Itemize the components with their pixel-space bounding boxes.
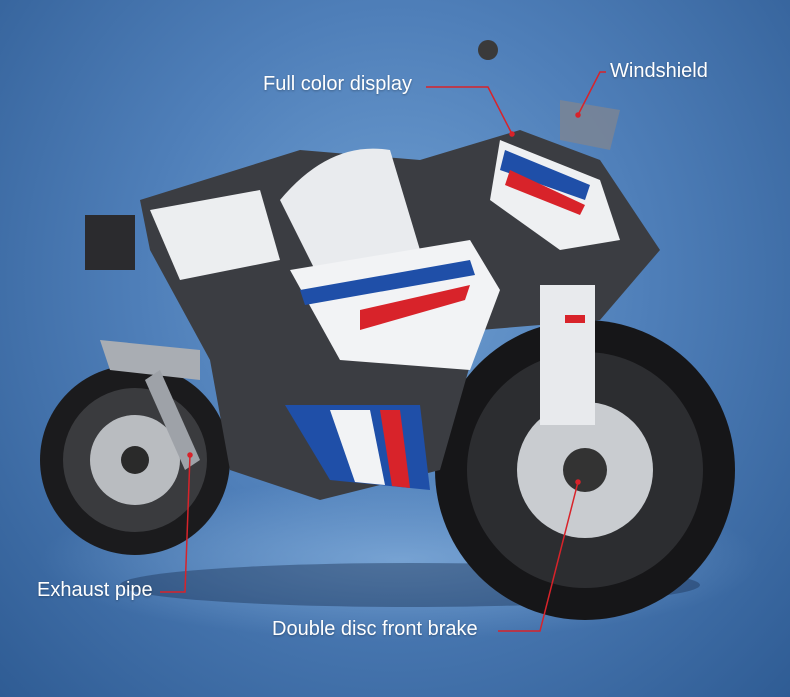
callout-front-brake: Double disc front brake: [272, 618, 478, 640]
rear-wheel: [40, 365, 230, 555]
leader-windshield: [577, 71, 606, 116]
callout-full-color-display: Full color display: [263, 73, 412, 95]
leader-exhaust-pipe: [160, 454, 191, 593]
leader-lines: [160, 71, 606, 632]
motorcycle-body: [85, 40, 660, 500]
front-wheel: [435, 320, 735, 620]
leader-full-color-display: [426, 86, 513, 135]
leader-front-brake: [498, 481, 579, 632]
callout-exhaust-pipe: Exhaust pipe: [37, 579, 153, 601]
windshield: [560, 100, 620, 150]
callout-windshield: Windshield: [610, 60, 708, 82]
